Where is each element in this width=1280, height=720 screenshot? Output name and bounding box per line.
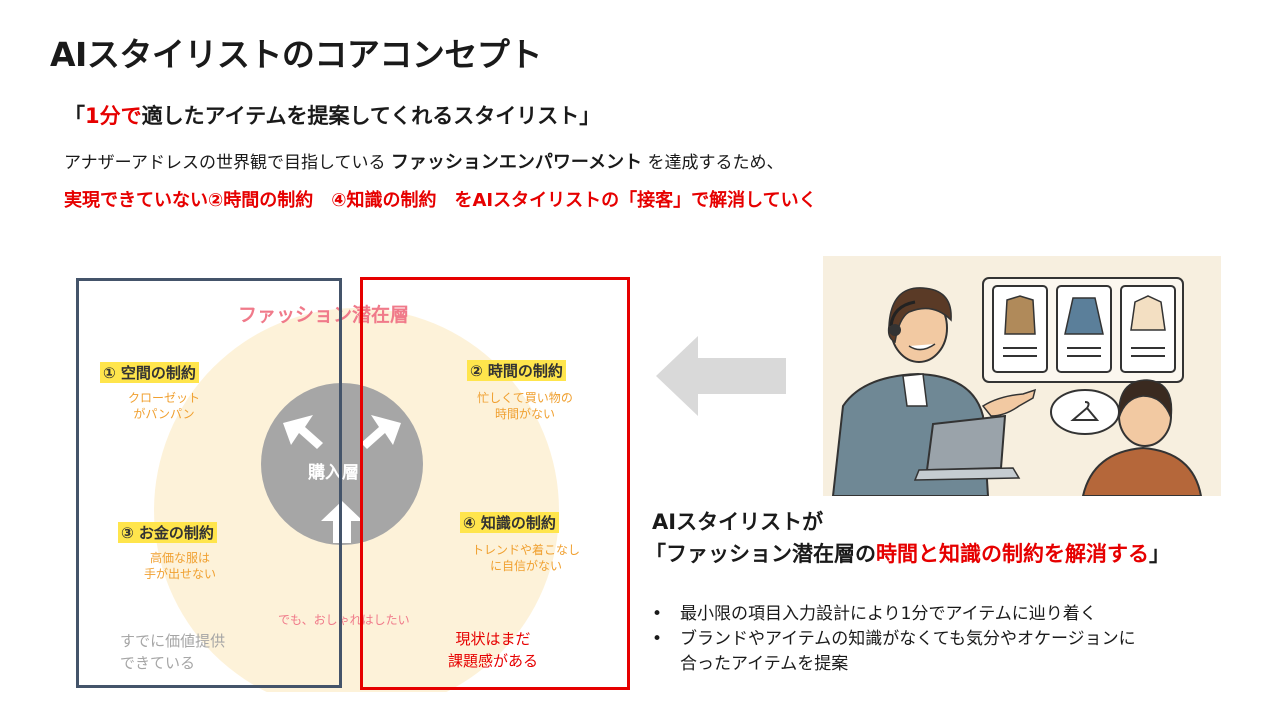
delivered-value-box: [76, 278, 342, 688]
goal-statement: 実現できていない②時間の制約 ④知識の制約 をAIスタイリストの「接客」で解消し…: [64, 190, 817, 211]
constraint-knowledge-label: ④ 知識の制約: [460, 512, 559, 533]
caption-line-2-pre: 「ファッション潜在層の: [645, 542, 876, 566]
purchase-layer-circle: [261, 383, 423, 545]
constraint-diagram: ファッション潜在層 購入層 ① 空間の制約 クローゼット がパンパン ② 時間の…: [78, 280, 630, 692]
open-issues-caption: 現状はまだ 課題感がある: [360, 628, 626, 672]
constraint-space-desc: クローゼット がパンパン: [114, 390, 214, 422]
bullet-item-line: ブランドやアイテムの知識がなくても気分やオケージョンに: [680, 629, 1136, 649]
open-issues-caption-line: 現状はまだ: [455, 630, 531, 648]
inward-arrows-icon: [283, 415, 401, 543]
description-pre: アナザーアドレスの世界観で目指している: [64, 153, 391, 173]
open-issues-box: [360, 277, 630, 690]
slogan-rest: 適したアイテムを提案してくれるスタイリスト」: [141, 104, 601, 128]
constraint-space-desc-line: クローゼット: [127, 391, 200, 405]
description-post: を達成するため、: [642, 153, 784, 173]
constraint-time-desc-line: 忙しくて買い物の: [477, 391, 573, 405]
constraint-space-label: ① 空間の制約: [100, 362, 199, 383]
delivered-value-caption-line: すでに価値提供: [120, 632, 226, 650]
slogan-open: 「: [64, 104, 85, 128]
constraint-knowledge-desc-line: トレンドや着こなし: [471, 543, 580, 557]
constraint-space-desc-line: がパンパン: [133, 407, 195, 421]
bullet-dot-icon: •: [652, 604, 663, 624]
caption-line-2-post: 」: [1149, 542, 1170, 566]
caption-line-2: 「ファッション潜在層の時間と知識の制約を解消する」: [645, 538, 1170, 568]
feature-bullets: • 最小限の項目入力設計により1分でアイテムに辿り着く • ブランドやアイテムの…: [652, 602, 1136, 677]
page-title: AIスタイリストのコアコンセプト: [50, 35, 542, 74]
constraint-money-desc: 高価な服は 手が出せない: [130, 550, 230, 582]
constraint-knowledge-desc-line: に自信がない: [489, 559, 562, 573]
latent-layer-label: ファッション潜在層: [238, 304, 410, 326]
constraint-money-desc-line: 高価な服は: [149, 551, 210, 565]
bullet-dot-icon: •: [652, 629, 663, 649]
delivered-value-caption: すでに価値提供 できている: [120, 630, 225, 674]
bullet-item: • ブランドやアイテムの知識がなくても気分やオケージョンに 合ったアイテムを提案: [652, 627, 1136, 677]
bullet-item-line: 最小限の項目入力設計により1分でアイテムに辿り着く: [680, 604, 1097, 624]
slogan: 「1分で適したアイテムを提案してくれるスタイリスト」: [64, 100, 600, 130]
description: アナザーアドレスの世界観で目指している ファッションエンパワーメント を達成する…: [64, 148, 784, 174]
description-bold: ファッションエンパワーメント: [390, 152, 643, 173]
stylist-scene-icon: [823, 256, 1221, 496]
left-arrow-icon: [656, 336, 786, 416]
constraint-time-desc-line: 時間がない: [494, 407, 555, 421]
delivered-value-caption-line: できている: [120, 654, 196, 672]
stylist-illustration: [823, 256, 1221, 496]
constraint-money-label: ③ お金の制約: [118, 522, 217, 543]
open-issues-caption-line: 課題感がある: [447, 652, 538, 670]
constraint-knowledge-desc: トレンドや着こなし に自信がない: [456, 542, 596, 574]
constraint-time-label: ② 時間の制約: [467, 360, 566, 381]
slogan-highlight: 1分で: [85, 104, 142, 128]
bullet-item: • 最小限の項目入力設計により1分でアイテムに辿り着く: [652, 602, 1136, 627]
constraint-time-desc: 忙しくて買い物の 時間がない: [460, 390, 590, 422]
caption-line-2-highlight: 時間と知識の制約を解消する: [876, 542, 1149, 566]
bottom-note: でも、おしゃれはしたい: [278, 613, 410, 627]
constraint-money-desc-line: 手が出せない: [143, 567, 216, 581]
caption-line-1: AIスタイリストが: [652, 510, 824, 534]
purchase-layer-label: 購入層: [308, 463, 359, 483]
bullet-item-line: 合ったアイテムを提案: [680, 654, 849, 674]
